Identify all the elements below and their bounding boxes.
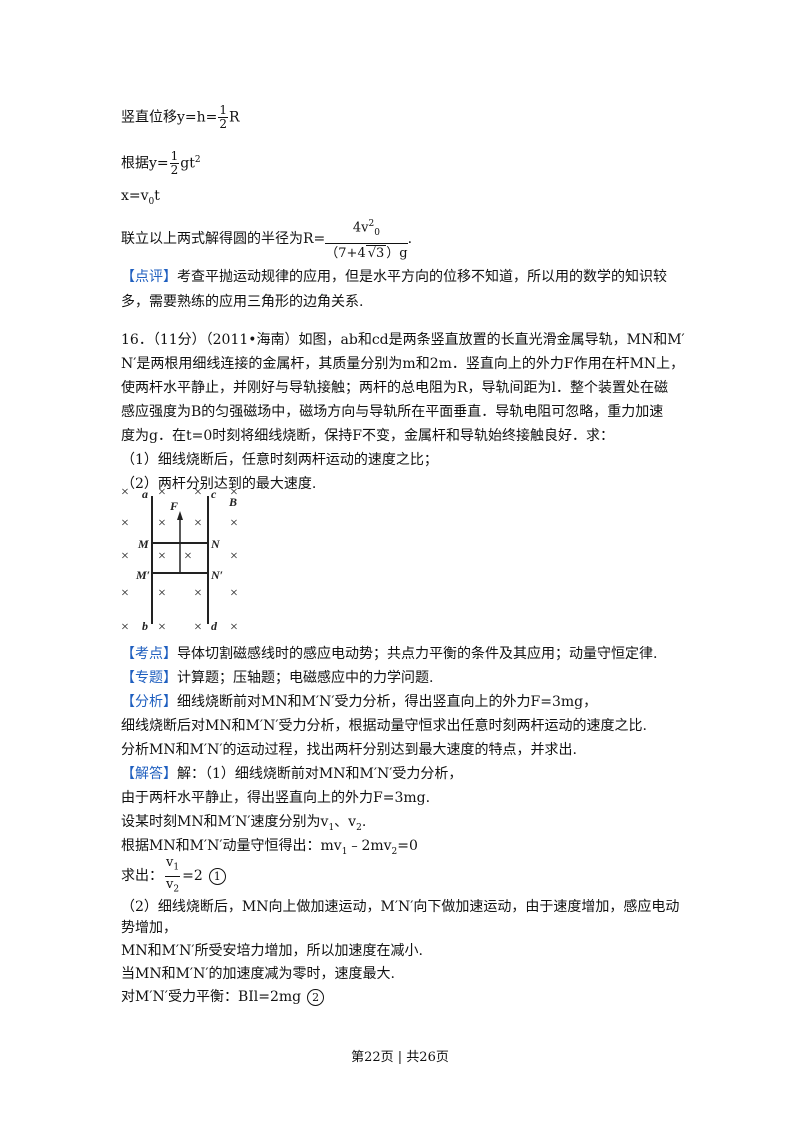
problem-line-5: 度为g．在t=0时刻将细线烧断，保持F不变，金属杆和导轨始终接触良好．求：	[121, 428, 614, 444]
fenxi-line-2: 细线烧断后对MN和M′N′受力分析，根据动量守恒求出任意时刻两杆运动的速度之比.	[121, 718, 647, 734]
jieda-tag: 【解答】	[121, 766, 177, 782]
question-2: （2）两杆分别达到的最大速度.	[121, 476, 317, 492]
jieda-line-1: 【解答】解：（1）细线烧断前对MN和M′N′受力分析，	[121, 766, 463, 782]
fenxi-line-3: 分析MN和M′N′的运动过程，找出两杆分别达到最大速度的特点，并求出.	[121, 742, 577, 758]
formula-radius: 联立以上两式解得圆的半径为R=4v20（7+4√3）g.	[121, 214, 412, 264]
comment-line-2: 多，需要熟练的应用三角形的边角关系.	[121, 294, 364, 310]
problem-line-4: 感应强度为B的匀强磁场中，磁场方向与导轨所在平面垂直．导轨电阻可忽略，重力加速	[121, 404, 664, 420]
label-b: b	[142, 619, 148, 633]
cross-mark: ×	[121, 586, 129, 601]
cross-mark: ×	[230, 549, 238, 564]
cross-mark: ×	[194, 516, 202, 531]
cross-mark: ×	[121, 516, 129, 531]
label-field: B	[228, 495, 237, 509]
cross-mark: ×	[158, 620, 166, 634]
label-force: F	[169, 499, 178, 513]
label-d: d	[211, 619, 218, 633]
jieda-line-2: 由于两杆水平静止，得出竖直向上的外力F=3mg.	[121, 790, 431, 806]
cross-mark: ×	[230, 485, 238, 500]
page-footer: 第22页 | 共26页	[351, 1050, 449, 1065]
part2-line-1: （2）细线烧断后，MN向上做加速运动，M′N′向下做加速运动，由于速度增加，感应…	[121, 899, 680, 915]
label-m: M	[137, 537, 149, 551]
cross-mark: ×	[158, 516, 166, 531]
equation-marker-1: 1	[208, 868, 226, 886]
cross-mark: ×	[121, 620, 129, 634]
label-m-prime: M′	[135, 568, 150, 582]
question-1: （1）细线烧断后，任意时刻两杆运动的速度之比；	[121, 452, 438, 468]
part2-line-2: 势增加，	[121, 920, 177, 936]
zhuanti-tag: 【专题】	[121, 670, 177, 686]
label-n-prime: N′	[210, 568, 223, 582]
label-n: N	[210, 537, 221, 551]
jieda-line-4: 根据MN和M′N′动量守恒得出：mv1﹣2mv2=0	[121, 838, 418, 857]
part2-line-4: 当MN和M′N′的加速度减为零时，速度最大.	[121, 966, 395, 982]
cross-mark: ×	[121, 485, 129, 500]
jieda-line-3: 设某时刻MN和M′N′速度分别为v1、v2.	[121, 814, 367, 833]
problem-line-3: 使两杆水平静止，并刚好与导轨接触；两杆的总电阻为R，导轨间距为l．整个装置处在磁	[121, 380, 669, 396]
cross-mark: ×	[230, 516, 238, 531]
zhuanti-line: 【专题】计算题；压轴题；电磁感应中的力学问题.	[121, 670, 434, 686]
fenxi-line-1: 【分析】细线烧断前对MN和M′N′受力分析，得出竖直向上的外力F=3mg，	[121, 694, 598, 710]
cross-mark: ×	[121, 549, 129, 564]
label-a: a	[142, 487, 148, 501]
cross-mark: ×	[194, 586, 202, 601]
cross-mark: ×	[230, 586, 238, 601]
cross-mark: ×	[184, 549, 192, 564]
comment-line-1: 【点评】考查平抛运动规律的应用，但是水平方向的位移不知道，所以用的数学的知识较	[121, 269, 667, 285]
cross-mark: ×	[194, 485, 202, 500]
kaodian-line: 【考点】导体切割磁感线时的感应电动势；共点力平衡的条件及其应用；动量守恒定律.	[121, 646, 658, 662]
cross-mark: ×	[158, 485, 166, 500]
comment-tag: 【点评】	[121, 269, 177, 285]
formula-horizontal: x=v0t	[121, 188, 160, 207]
rail-diagram: × × × × × × × × × × × × × × × × × × × ×	[121, 485, 238, 634]
label-c: c	[211, 487, 217, 501]
force-arrowhead	[177, 511, 183, 520]
cross-mark: ×	[230, 620, 238, 634]
equation-marker-2: 2	[307, 989, 325, 1006]
magnetic-field-crosses: × × × × × × × × × × × × × × × × × × × ×	[121, 485, 238, 634]
cross-mark: ×	[158, 549, 166, 564]
part2-line-3: MN和M′N′所受安培力增加，所以加速度在减小.	[121, 943, 423, 959]
fenxi-tag: 【分析】	[121, 694, 177, 710]
problem-line-2: N′是两根用细线连接的金属杆，其质量分别为m和2m．竖直向上的外力F作用在杆MN…	[121, 356, 685, 372]
kaodian-tag: 【考点】	[121, 646, 177, 662]
problem-line-1: 16．（11分）（2011•海南）如图，ab和cd是两条竖直放置的长直光滑金属导…	[121, 332, 685, 348]
cross-mark: ×	[194, 620, 202, 634]
cross-mark: ×	[158, 586, 166, 601]
